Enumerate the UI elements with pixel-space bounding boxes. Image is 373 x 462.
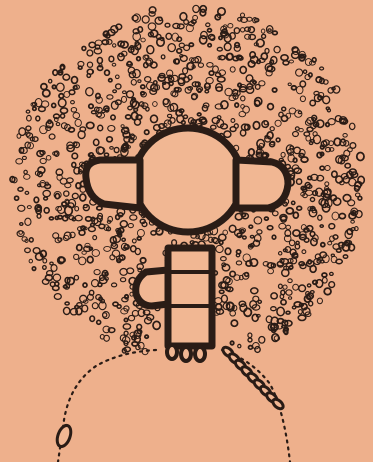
stalk: [168, 248, 212, 346]
stalk-nub: [136, 270, 168, 306]
stalk-base-beads: [167, 345, 205, 361]
upper-chamber: [134, 128, 242, 232]
left-lobe: [86, 160, 140, 208]
right-lobe: [236, 160, 288, 208]
